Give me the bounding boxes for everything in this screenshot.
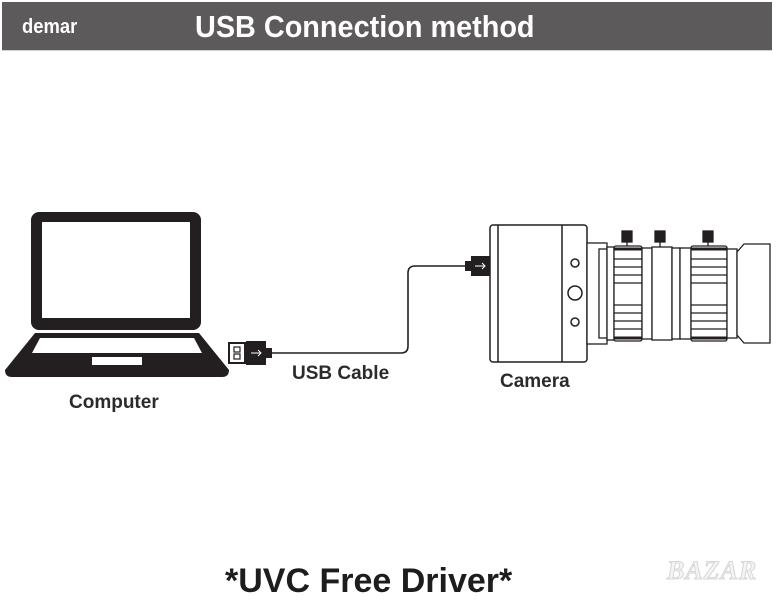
- camera-label: Camera: [500, 371, 570, 392]
- usb-cable-label: USB Cable: [292, 363, 390, 384]
- brand-name: demar: [22, 16, 78, 38]
- driver-note: *UVC Free Driver*: [225, 562, 513, 600]
- usb-plug-camera-icon: [465, 256, 490, 276]
- camera-body-icon: [489, 224, 597, 363]
- camera-lens-icon: [586, 230, 771, 345]
- page-title: USB Connection method: [195, 9, 535, 44]
- header-banner: demar USB Connection method: [2, 2, 772, 51]
- computer-label: Computer: [69, 392, 159, 413]
- usb-cable-line: [272, 265, 465, 354]
- usb-plug-computer-icon: [228, 341, 272, 365]
- watermark-logo: BAZAR: [666, 556, 758, 586]
- laptop-icon: [5, 212, 229, 377]
